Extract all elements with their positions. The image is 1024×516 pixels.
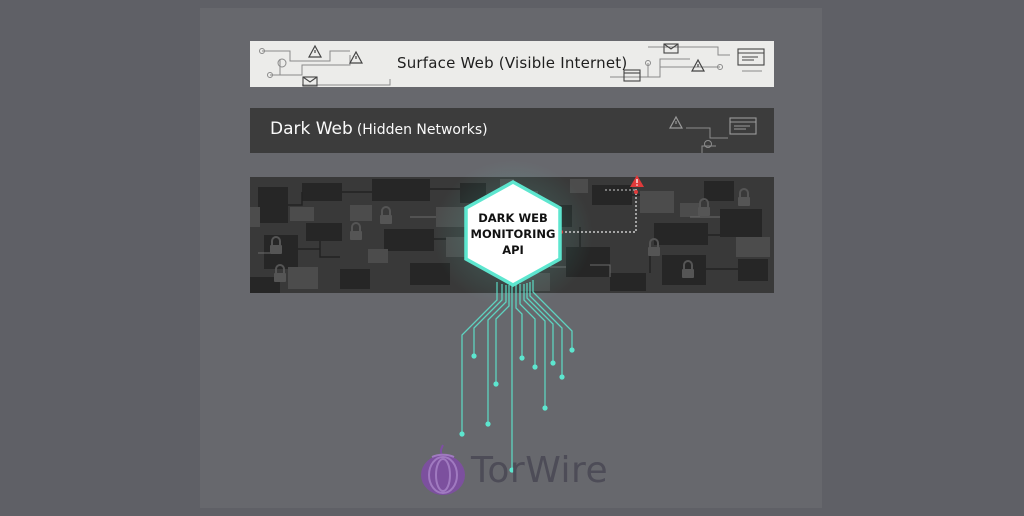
lock-icon (380, 206, 392, 224)
circuit-node (559, 374, 565, 380)
lock-icon (682, 260, 694, 278)
dark-network-decoration (668, 115, 757, 153)
surface-network-decoration (259, 43, 765, 87)
pin-icon (277, 58, 287, 68)
warning-icon (630, 175, 644, 187)
browser-window-icon (737, 48, 765, 66)
circuit-node (532, 364, 538, 370)
lock-icon (270, 236, 282, 254)
circuit-node (569, 347, 575, 353)
lock-icon (350, 222, 362, 240)
circuit-trace (519, 284, 536, 367)
circuit-trace (473, 284, 503, 356)
api-label: DARK WEB MONITORING API (466, 210, 560, 258)
mail-icon (302, 76, 318, 87)
dark-web-title: Dark Web(Hidden Networks) (270, 119, 488, 139)
circuit-trace (529, 282, 563, 377)
lock-icons (270, 188, 750, 282)
dark-web-layer: Dark Web(Hidden Networks) (250, 108, 774, 153)
browser-window-icon (623, 69, 641, 82)
brand-name: TorWire (471, 450, 609, 491)
circuit-node (542, 405, 548, 411)
circuit-node (519, 355, 525, 361)
circuit-trace (523, 284, 546, 408)
lock-icon (274, 264, 286, 282)
circuit-trace (515, 285, 523, 358)
circuit-node (509, 467, 515, 473)
circuit-lines (459, 280, 575, 473)
api-label-line: DARK WEB (478, 211, 548, 225)
dark-web-title-main: Dark Web (270, 119, 353, 139)
lock-icon (648, 238, 660, 256)
circuit-node (550, 360, 556, 366)
alert-connection-node (634, 190, 638, 194)
circuit-trace (461, 282, 498, 434)
browser-window-icon (729, 117, 757, 135)
circuit-trace (495, 285, 510, 384)
circuit-node (459, 431, 465, 437)
circuit-node (493, 381, 499, 387)
lock-icon (698, 198, 710, 216)
circuit-trace (526, 283, 554, 363)
warning-icon (690, 58, 706, 72)
api-label-line: API (502, 243, 524, 257)
surface-web-title: Surface Web (Visible Internet) (397, 54, 628, 72)
api-label-line: MONITORING (470, 227, 556, 241)
circuit-trace (487, 285, 507, 424)
warning-icon (307, 44, 323, 58)
circuit-trace (532, 280, 573, 350)
alert-trace-line (561, 186, 637, 233)
pin-icon (704, 140, 712, 148)
warning-icon (668, 115, 684, 129)
surface-web-layer: Surface Web (Visible Internet) (250, 41, 774, 87)
warning-icon (348, 50, 364, 64)
dark-web-title-sub: (Hidden Networks) (356, 122, 488, 138)
circuit-node (485, 421, 491, 427)
onion-logo-icon (421, 444, 465, 495)
circuit-node (471, 353, 477, 359)
lock-icon (738, 188, 750, 206)
api-hexagon (464, 180, 562, 287)
mail-icon (663, 43, 679, 54)
